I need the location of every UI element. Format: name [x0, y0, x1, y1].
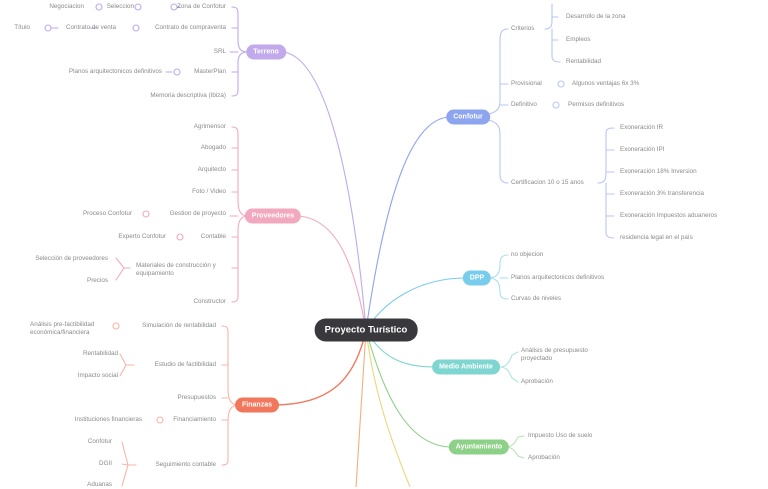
prov-gestion-proyecto[interactable]: Gestion de proyecto [169, 210, 226, 217]
terreno-negociacion[interactable]: Negociacion [49, 3, 84, 10]
prov-arquitecto[interactable]: Arquitecto [197, 166, 226, 173]
branch-finanzas [272, 329, 367, 406]
fin-rentabilidad[interactable]: Rentabilidad [82, 350, 118, 357]
fin-presupuestos[interactable]: Presupuestos [177, 394, 216, 401]
fin-estudio[interactable]: Estudio de factibilidad [154, 361, 216, 368]
prov-agrimensor[interactable]: Agrimensor [193, 123, 226, 130]
conf-empleos[interactable]: Empleos [566, 36, 591, 43]
conf-exo-ir[interactable]: Exoneración IR [620, 124, 664, 131]
prov-materiales[interactable]: Materiales de construcción y equipamient… [136, 262, 216, 277]
topic-medio-ambiente[interactable]: Medio Ambiente [432, 359, 500, 375]
fin-financiamiento[interactable]: Financiamiento [173, 416, 216, 423]
branch-proveedores [298, 215, 367, 331]
terreno-contrato-compraventa[interactable]: Contrato de compraventa [154, 24, 226, 31]
branch-terreno [283, 51, 367, 331]
conf-exo-impuestos[interactable]: Exoneración Impuestos aduaneros [620, 212, 718, 219]
terreno-zona[interactable]: Zona de Confotur [176, 3, 226, 10]
fin-impacto[interactable]: Impacto social [77, 372, 118, 379]
medio-analisis[interactable]: Análisis de presupuesto proyectado [521, 347, 588, 362]
terreno-titulo[interactable]: Título [14, 24, 30, 31]
conf-exo-inversion[interactable]: Exoneración 18% Inversion [620, 168, 697, 175]
fin-analisis[interactable]: Análisis pre-factibilidad económica/fina… [30, 321, 95, 336]
terreno-contrato-venta[interactable]: Contrato de venta [65, 24, 116, 31]
prov-constructor[interactable]: Constructor [193, 298, 226, 305]
topic-proveedores[interactable]: Proveedores [244, 208, 302, 224]
branch-yellow [365, 329, 411, 487]
prov-contable[interactable]: Contable [200, 233, 226, 240]
conf-residencia[interactable]: residencia legal en el país [620, 234, 693, 241]
ayunt-aprobacion[interactable]: Aprobación [528, 454, 560, 461]
conf-exo-transferencia[interactable]: Exoneración 3% transferencia [620, 190, 705, 197]
topic-finanzas[interactable]: Finanzas [235, 397, 279, 413]
terreno-masterplan[interactable]: MasterPlan [194, 68, 226, 75]
branch-confotur [365, 116, 451, 331]
fin-instituciones[interactable]: Instituciones financieras [74, 416, 142, 423]
conf-criterios[interactable]: Criterios [511, 25, 535, 32]
dpp-planos[interactable]: Planos arquitectonicos definitivos [511, 274, 605, 281]
topic-terreno[interactable]: Terreno [246, 44, 286, 60]
central-topic[interactable]: Proyecto Turístico [314, 318, 418, 342]
conf-certificacion[interactable]: Certificacion 10 o 15 anos [511, 179, 584, 186]
topic-dpp[interactable]: DPP [462, 270, 492, 286]
topic-confotur[interactable]: Confotur [446, 109, 490, 125]
terreno-srl[interactable]: SRL [213, 48, 226, 55]
prov-abogado[interactable]: Abogado [200, 144, 226, 151]
prov-precios[interactable]: Precios [87, 277, 108, 284]
conf-rentabilidad[interactable]: Rentabilidad [566, 58, 602, 65]
prov-foto-video[interactable]: Foto / Video [192, 188, 226, 195]
medio-aprobacion[interactable]: Aprobación [521, 378, 553, 385]
branch-orange-bottom [355, 329, 367, 487]
conf-ventajas[interactable]: Algunos ventajas 6x 3% [572, 80, 640, 87]
fin-seguimiento[interactable]: Seguimiento contable [155, 461, 216, 468]
terreno-planos[interactable]: Planos arquitectonicos definitivos [68, 68, 162, 75]
terreno-memoria[interactable]: Memoria descriptiva (Ibiza) [150, 92, 226, 99]
topic-ayuntamiento[interactable]: Ayuntamiento [448, 439, 510, 455]
conf-provisional[interactable]: Provisional [511, 80, 542, 87]
conf-desarrollo[interactable]: Desarrollo de la zona [566, 13, 626, 20]
dpp-curvas[interactable]: Curvas de niveles [511, 295, 562, 302]
prov-proceso-confotur[interactable]: Proceso Confotur [82, 210, 132, 217]
conf-permisos[interactable]: Permisos definitivos [568, 101, 624, 108]
ayunt-impuesto[interactable]: Impuesto Uso de suelo [528, 432, 593, 439]
fin-simulacion[interactable]: Simulación de rentabilidad [142, 322, 216, 329]
fin-dgii[interactable]: DGII [99, 460, 112, 467]
fin-aduanas[interactable]: Aduanas [87, 481, 112, 488]
conf-exo-ipi[interactable]: Exoneración IPI [620, 146, 665, 153]
fin-confotur[interactable]: Confotur [87, 438, 112, 445]
terreno-seleccion[interactable]: Seleccion [106, 3, 134, 10]
prov-seleccion-proveedores[interactable]: Selección de proveedores [35, 255, 108, 262]
prov-experto-confotur[interactable]: Experto Confotur [118, 233, 166, 240]
conf-definitivo[interactable]: Definitivo [511, 101, 537, 108]
dpp-no-objecion[interactable]: no objecion [511, 251, 544, 258]
branch-ayuntamiento [365, 329, 453, 448]
